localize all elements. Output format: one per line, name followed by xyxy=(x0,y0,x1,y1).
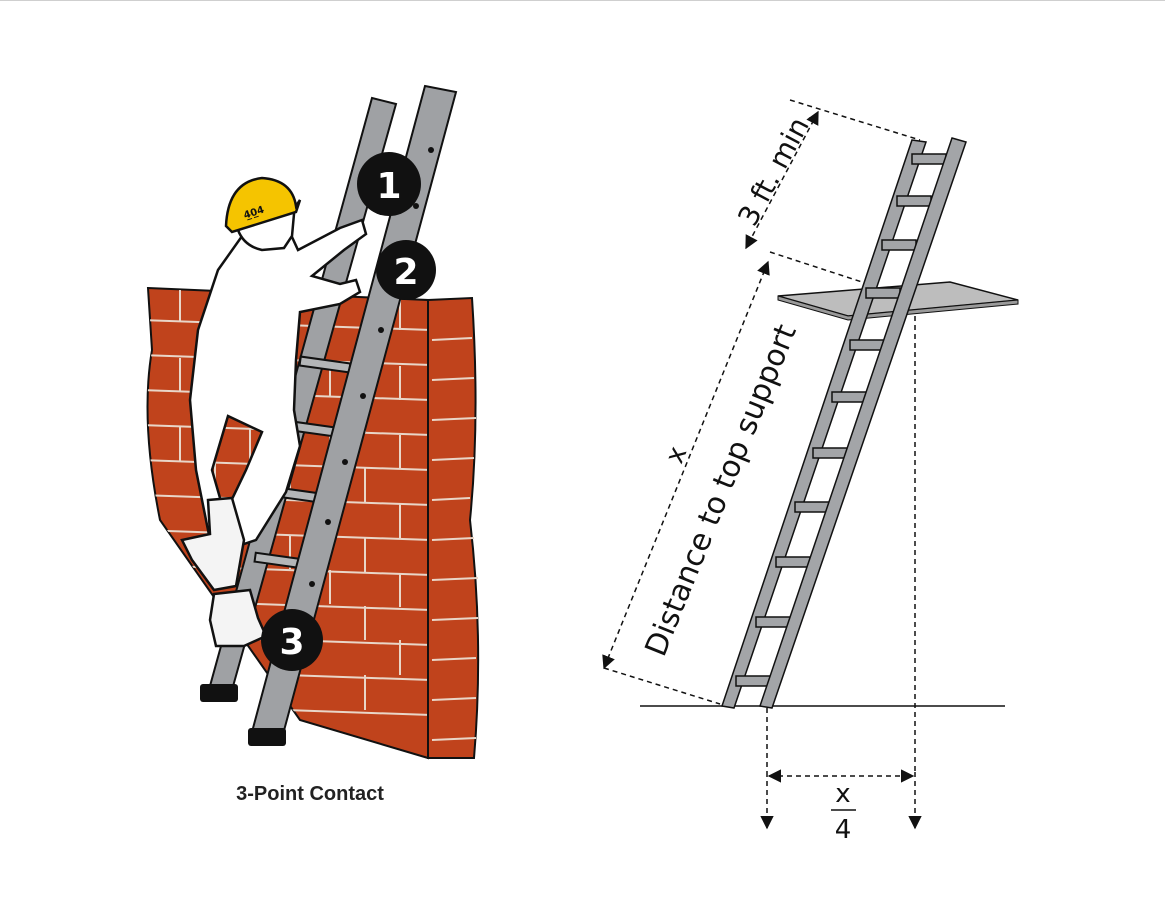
angled-ladder-left-rail xyxy=(721,139,928,709)
ladder-foot-front xyxy=(248,728,286,746)
wall-side-mortar xyxy=(431,337,479,741)
brick-wall-side xyxy=(427,296,480,759)
dashed-guides xyxy=(603,99,922,830)
angled-ladder-rungs xyxy=(735,153,947,687)
three-point-contact-caption: 3-Point Contact xyxy=(236,783,384,805)
top-border xyxy=(0,0,1165,1)
boot-upper xyxy=(180,496,246,592)
base-fraction-denominator: 4 xyxy=(835,815,852,845)
worker-figure: 4̲0̲4 xyxy=(180,176,368,648)
distance-label: Distance to top support xyxy=(639,319,804,661)
top-extension-dimension xyxy=(745,110,819,250)
angled-ladder xyxy=(721,137,967,709)
ladder-rail-holes xyxy=(309,147,434,587)
three-point-contact-figure: 4̲0̲4 1 2 3 3-Point Contact xyxy=(146,84,480,805)
contact-point-3-label: 3 xyxy=(279,622,304,663)
top-extension-label: 3 ft. min. xyxy=(731,104,820,231)
ladder-foot-back xyxy=(200,684,238,702)
contact-point-2-label: 2 xyxy=(393,252,418,293)
contact-point-1: 1 xyxy=(357,152,421,216)
hard-hat xyxy=(224,176,302,234)
distance-variable-label: x xyxy=(660,442,694,468)
contact-point-1-label: 1 xyxy=(376,166,401,207)
boot-lower xyxy=(208,588,268,648)
contact-point-3: 3 xyxy=(261,609,323,671)
base-fraction-numerator: x xyxy=(835,779,850,809)
angled-ladder-right-rail xyxy=(759,137,967,709)
contact-point-2: 2 xyxy=(376,240,436,300)
ladder-angle-diagram: 3 ft. min. x Distance to top support x 4 xyxy=(602,99,1019,845)
distance-dimension xyxy=(602,260,770,670)
